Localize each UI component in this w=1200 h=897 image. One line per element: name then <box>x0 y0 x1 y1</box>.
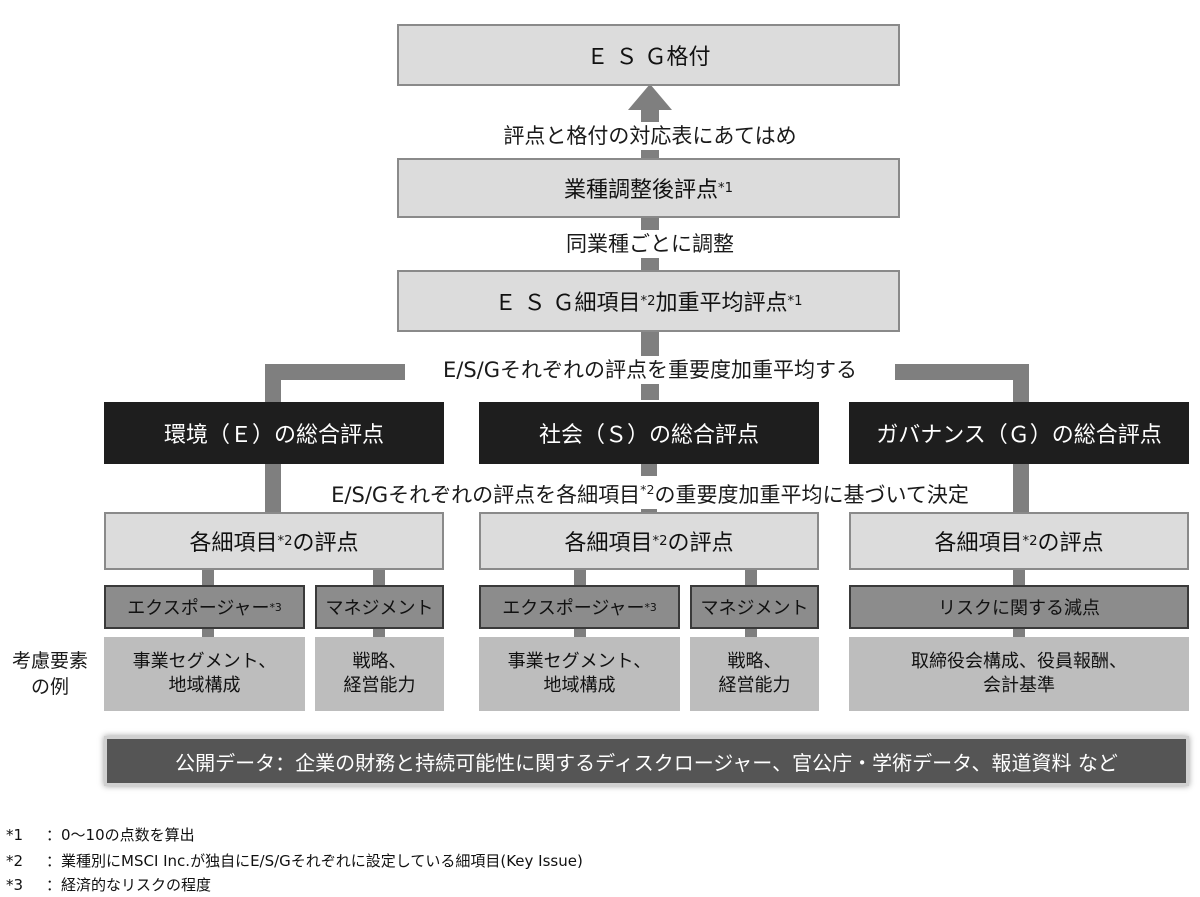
connector-g-down <box>1013 464 1029 516</box>
e-management-examples: 戦略、 経営能力 <box>315 637 444 711</box>
e-exposure-example-1: 事業セグメント、 <box>132 650 277 672</box>
e-item-score-sup: *2 <box>277 533 293 549</box>
s-exposure-label: エクスポージャー <box>502 598 645 619</box>
connector-e-down <box>265 464 281 516</box>
footnote-2-text: ：業種別にMSCI Inc.が独自にE/S/Gそれぞれに設定している細項目(Ke… <box>46 852 583 870</box>
examples-label-line2: の例 <box>30 676 69 698</box>
e-exposure-sup: *3 <box>269 600 282 614</box>
s-item-score-text: 各細項目 <box>564 531 653 556</box>
connector-s-exposure <box>574 570 586 586</box>
connector-s-exposure-ex <box>574 628 586 638</box>
g-item-score-sup: *2 <box>1022 533 1038 549</box>
footnote-ref-2: *2 <box>640 293 656 309</box>
step-industry-adjust: 同業種ごとに調整 <box>545 230 755 258</box>
esg-rating-label: Ｅ Ｓ Ｇ格付 <box>586 45 711 70</box>
s-exposure-box: エクスポージャー*3 <box>479 585 680 629</box>
s-management-box: マネジメント <box>690 585 819 629</box>
step-item-weighting: E/S/Gそれぞれの評点を各細項目*2の重要度加重平均に基づいて決定 <box>288 476 1012 509</box>
step-item-weighting-a: E/S/Gそれぞれの評点を各細項目 <box>331 483 641 507</box>
g-example-2: 会計基準 <box>983 675 1055 696</box>
footnote-ref-2c: *2 <box>640 482 655 497</box>
public-data-text: 公開データ：企業の財務と持続可能性に関するディスクロージャー、官公庁・学術データ… <box>175 750 1118 775</box>
connector-s-management <box>745 570 757 586</box>
step-rating-mapping: 評点と格付の対応表にあてはめ <box>470 122 830 150</box>
footnote-3: *3 ：経済的なリスクの程度 <box>6 874 211 895</box>
weighted-label-b: 加重平均評点 <box>655 291 788 316</box>
e-item-score-box: 各細項目*2 の評点 <box>104 512 444 570</box>
connector-g <box>1013 364 1029 404</box>
governance-score-label: ガバナンス（Ｇ）の総合評点 <box>876 423 1162 448</box>
connector-e <box>265 364 281 404</box>
s-management-example-2: 経営能力 <box>718 675 791 696</box>
esg-rating-box: Ｅ Ｓ Ｇ格付 <box>397 24 900 86</box>
s-exposure-sup: *3 <box>644 600 657 614</box>
step-item-weighting-b: の重要度加重平均に基づいて決定 <box>654 483 969 507</box>
connector-e-management-ex <box>373 628 385 638</box>
s-item-score-suffix: の評点 <box>667 531 734 556</box>
environment-score-label: 環境（Ｅ）の総合評点 <box>163 423 384 448</box>
g-risk-deduction-box: リスクに関する減点 <box>849 585 1189 629</box>
e-management-example-2: 経営能力 <box>343 675 416 696</box>
s-management-example-1: 戦略、 <box>727 650 782 672</box>
weighted-label-a: Ｅ Ｓ Ｇ細項目 <box>494 291 641 316</box>
examples-label: 考慮要素 の例 <box>8 648 92 700</box>
weighted-average-score-box: Ｅ Ｓ Ｇ細項目*2 加重平均評点*1 <box>397 270 900 332</box>
g-item-score-text: 各細項目 <box>934 531 1023 556</box>
industry-adjusted-score-label: 業種調整後評点 <box>564 178 719 203</box>
footnote-2: *2 ：業種別にMSCI Inc.が独自にE/S/Gそれぞれに設定している細項目(… <box>6 850 583 871</box>
g-risk-deduction-label: リスクに関する減点 <box>938 598 1100 619</box>
s-management-label: マネジメント <box>700 598 809 619</box>
connector-s-management-ex <box>745 628 757 638</box>
g-item-score-suffix: の評点 <box>1037 531 1104 556</box>
connector-e-management <box>373 570 385 586</box>
e-exposure-examples: 事業セグメント、 地域構成 <box>104 637 305 711</box>
connector-g-risk-ex <box>1013 628 1025 638</box>
footnote-2-mark: *2 <box>6 852 24 870</box>
connector-g-risk <box>1013 570 1025 586</box>
social-score-box: 社会（Ｓ）の総合評点 <box>479 402 819 464</box>
step-rating-mapping-text: 評点と格付の対応表にあてはめ <box>503 124 797 148</box>
footnote-1-text: ：0〜10の点数を算出 <box>46 826 195 844</box>
connector-e-exposure-ex <box>202 628 214 638</box>
e-exposure-example-2: 地域構成 <box>168 675 241 696</box>
industry-adjusted-score-box: 業種調整後評点*1 <box>397 158 900 218</box>
public-data-banner: 公開データ：企業の財務と持続可能性に関するディスクロージャー、官公庁・学術データ… <box>104 736 1189 786</box>
examples-label-line1: 考慮要素 <box>11 650 88 672</box>
footnote-3-text: ：経済的なリスクの程度 <box>46 876 212 894</box>
footnote-ref-1b: *1 <box>787 293 803 309</box>
step-pillar-weighting: E/S/Gそれぞれの評点を重要度加重平均する <box>405 356 895 384</box>
up-arrow-icon <box>628 84 672 110</box>
e-management-label: マネジメント <box>325 598 434 619</box>
footnote-3-mark: *3 <box>6 876 24 894</box>
governance-score-box: ガバナンス（Ｇ）の総合評点 <box>849 402 1189 464</box>
footnote-1: *1 ：0〜10の点数を算出 <box>6 824 195 845</box>
g-examples: 取締役会構成、役員報酬、 会計基準 <box>849 637 1189 711</box>
s-exposure-example-1: 事業セグメント、 <box>507 650 652 672</box>
g-item-score-box: 各細項目*2 の評点 <box>849 512 1189 570</box>
s-exposure-examples: 事業セグメント、 地域構成 <box>479 637 680 711</box>
s-management-examples: 戦略、 経営能力 <box>690 637 819 711</box>
footnote-1-mark: *1 <box>6 826 24 844</box>
e-exposure-label: エクスポージャー <box>127 598 270 619</box>
s-item-score-sup: *2 <box>652 533 668 549</box>
g-example-1: 取締役会構成、役員報酬、 <box>911 650 1127 672</box>
s-exposure-example-2: 地域構成 <box>543 675 616 696</box>
e-management-example-1: 戦略、 <box>352 650 407 672</box>
step-pillar-weighting-text: E/S/Gそれぞれの評点を重要度加重平均する <box>442 358 858 382</box>
e-management-box: マネジメント <box>315 585 444 629</box>
connector-e-exposure <box>202 570 214 586</box>
footnote-ref-1: *1 <box>718 180 733 196</box>
environment-score-box: 環境（Ｅ）の総合評点 <box>104 402 444 464</box>
e-item-score-suffix: の評点 <box>292 531 359 556</box>
s-item-score-box: 各細項目*2 の評点 <box>479 512 819 570</box>
step-industry-adjust-text: 同業種ごとに調整 <box>566 232 734 256</box>
e-item-score-text: 各細項目 <box>189 531 278 556</box>
social-score-label: 社会（Ｓ）の総合評点 <box>538 423 759 448</box>
e-exposure-box: エクスポージャー*3 <box>104 585 305 629</box>
